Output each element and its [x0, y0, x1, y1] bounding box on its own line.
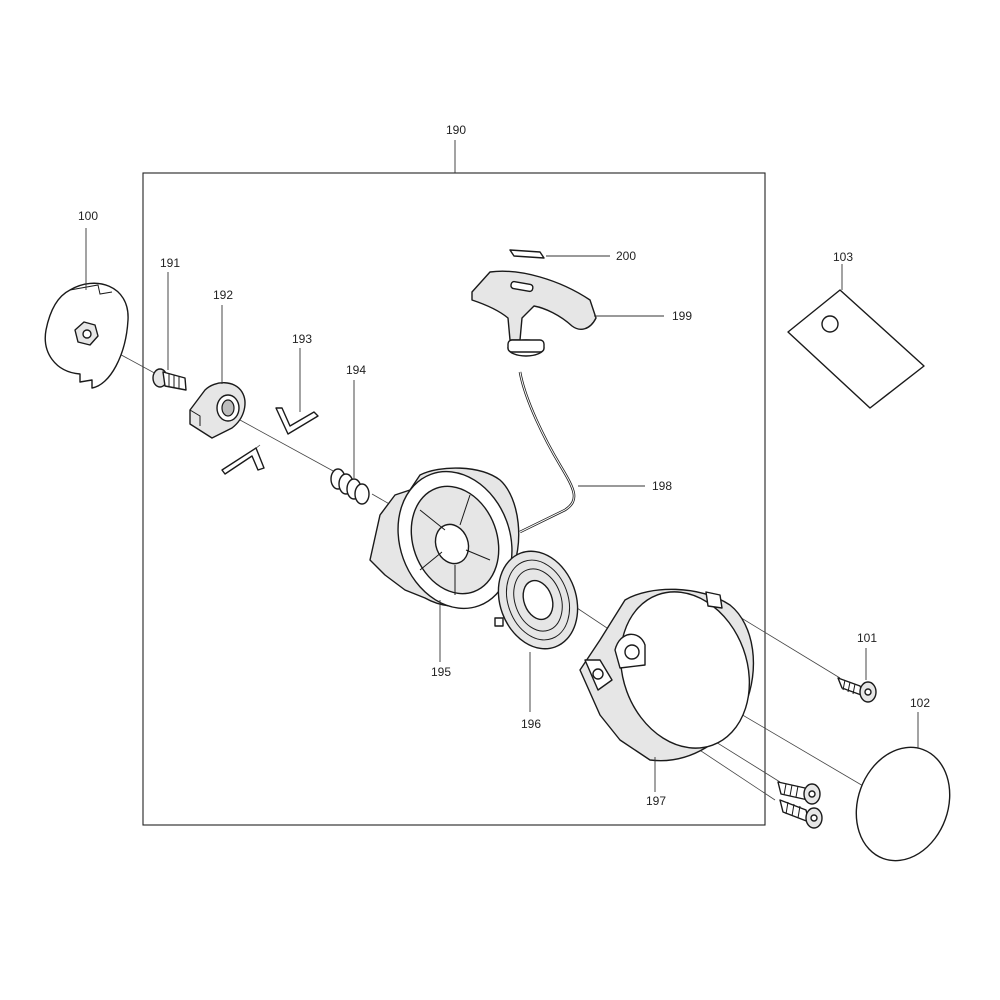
- case-screws: [777, 781, 823, 829]
- part-196-recoil-spring: 196: [494, 550, 579, 731]
- label-102: 102: [910, 696, 930, 710]
- label-101: 101: [857, 631, 877, 645]
- part-199-starter-handle: 199: [471, 270, 692, 357]
- label-193: 193: [292, 332, 312, 346]
- label-100: 100: [78, 209, 98, 223]
- part-192-ratchet: 192: [189, 288, 246, 439]
- label-195: 195: [431, 665, 451, 679]
- label-198: 198: [652, 479, 672, 493]
- part-193-hex-wrench: 193: [221, 332, 319, 475]
- label-200: 200: [616, 249, 636, 263]
- label-197: 197: [646, 794, 666, 808]
- label-194: 194: [346, 363, 366, 377]
- label-190: 190: [446, 123, 466, 137]
- part-102-cover-disc: 102: [855, 696, 951, 862]
- label-103: 103: [833, 250, 853, 264]
- part-194-spring: 194: [330, 363, 370, 505]
- label-191: 191: [160, 256, 180, 270]
- label-192: 192: [213, 288, 233, 302]
- part-101-screw: 101: [837, 631, 877, 703]
- part-100-pulley-plate: 100: [44, 209, 129, 389]
- part-103-label-sheet: 103: [787, 250, 925, 409]
- label-199: 199: [672, 309, 692, 323]
- assembly-frame-190: 190: [142, 123, 766, 826]
- part-195-reel: 195: [369, 467, 520, 679]
- label-196: 196: [521, 717, 541, 731]
- part-197-starter-case: 197: [579, 588, 755, 808]
- part-200-label-insert: 200: [509, 249, 636, 263]
- part-191-screw: 191: [152, 256, 187, 391]
- part-198-starter-rope: 198: [518, 371, 672, 534]
